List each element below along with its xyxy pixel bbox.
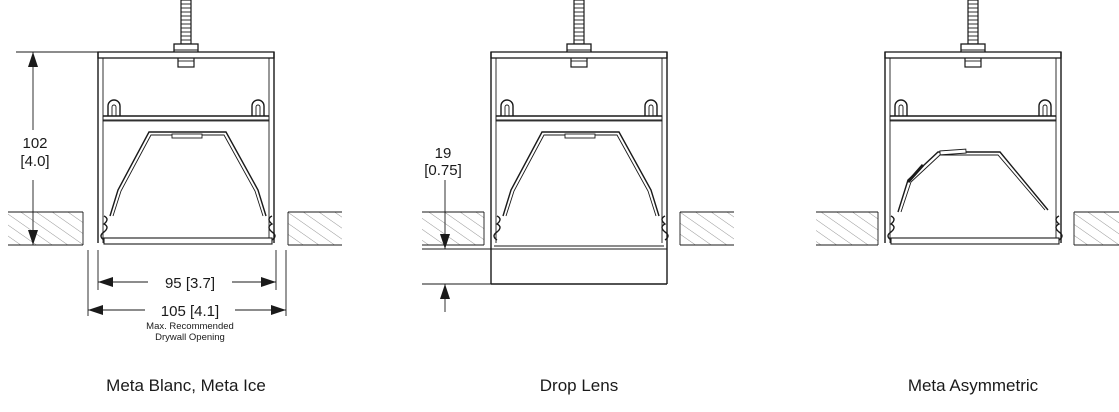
caption-meta-blanc: Meta Blanc, Meta Ice [106, 376, 266, 395]
ceiling-section-left [8, 212, 83, 245]
ceiling-section-right [680, 212, 734, 245]
opening-width-label: 105 [4.1] [161, 303, 219, 320]
view-meta-asymmetric: Meta Asymmetric [816, 0, 1119, 395]
housing-outline [490, 51, 668, 244]
drop-mm-label: 19 [435, 145, 452, 162]
lens [103, 237, 273, 245]
inner-width-label: 95 [3.7] [165, 275, 215, 292]
caption-drop-lens: Drop Lens [540, 376, 618, 395]
housing-outline [884, 51, 1062, 244]
ceiling-section-left [816, 212, 878, 245]
view-drop-lens: 19 [0.75] Drop Lens [422, 0, 734, 395]
lens [890, 237, 1060, 245]
height-mm-label: 102 [22, 135, 47, 152]
ceiling-section-left [422, 212, 484, 245]
asymmetric-reflector [897, 151, 1049, 213]
reflector [109, 131, 267, 217]
reflector [502, 131, 660, 217]
view-meta-blanc: 102 [4.0] 95 [3.7] 105 [4.1] Max. Recomm… [8, 0, 342, 395]
drop-in-label: [0.75] [424, 162, 462, 179]
height-in-label: [4.0] [20, 153, 49, 170]
opening-note-line-1: Max. Recommended [146, 321, 234, 332]
housing-outline [97, 51, 275, 244]
ceiling-section-right [288, 212, 342, 245]
opening-note-line-2: Drywall Opening [155, 332, 225, 343]
ceiling-section-right [1074, 212, 1119, 245]
caption-meta-asymmetric: Meta Asymmetric [908, 376, 1039, 395]
